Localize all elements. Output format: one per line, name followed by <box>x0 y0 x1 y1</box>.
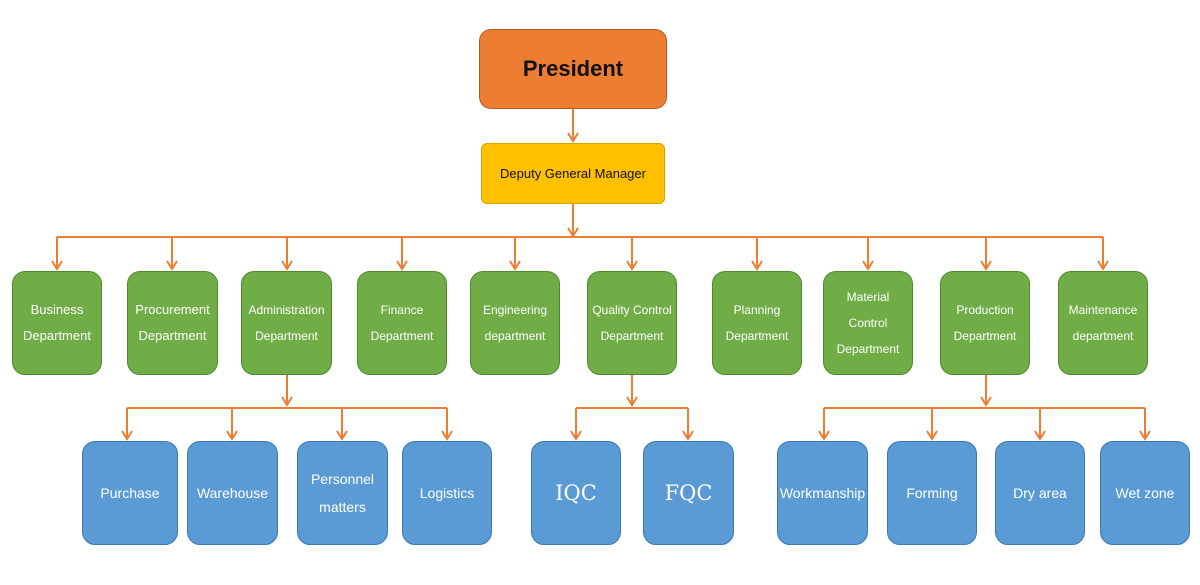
dept-label: Quality Control Department <box>592 303 672 343</box>
arrowhead <box>926 430 938 441</box>
dept-administration: Administration Department <box>241 271 332 375</box>
unit-purchase: Purchase <box>82 441 178 545</box>
arrowhead <box>751 260 763 271</box>
unit-wet-zone: Wet zone <box>1100 441 1190 545</box>
unit-workmanship: Workmanship <box>777 441 868 545</box>
dept-maintenance: Maintenance department <box>1058 271 1148 375</box>
unit-iqc: IQC <box>531 441 621 545</box>
dept-label: Finance Department <box>370 303 434 343</box>
dept-label: Administration Department <box>248 303 325 343</box>
unit-fqc: FQC <box>643 441 734 545</box>
arrowhead <box>396 260 408 271</box>
unit-personnel-matters: Personnel matters <box>297 441 388 545</box>
unit-label: Wet zone <box>1115 485 1175 501</box>
dept-label: Procurement Department <box>135 302 210 343</box>
dept-quality-control: Quality Control Department <box>587 271 677 375</box>
unit-label: Personnel matters <box>310 471 375 515</box>
unit-label: Warehouse <box>196 485 269 501</box>
dept-engineering: Engineering department <box>470 271 560 375</box>
deputy-general-manager-box: Deputy General Manager <box>481 143 665 204</box>
arrowhead <box>626 260 638 271</box>
dept-label: Business Department <box>23 302 91 343</box>
arrowhead <box>121 430 133 441</box>
arrowhead <box>626 396 638 407</box>
arrowhead <box>570 430 582 441</box>
unit-label: IQC <box>555 481 597 505</box>
arrowhead <box>818 430 830 441</box>
unit-forming: Forming <box>887 441 977 545</box>
dept-label: Production Department <box>953 303 1017 343</box>
unit-label: Forming <box>906 485 958 501</box>
arrowhead <box>862 260 874 271</box>
arrowhead <box>441 430 453 441</box>
unit-label: Dry area <box>1013 485 1067 501</box>
unit-label: Logistics <box>419 485 475 501</box>
dept-label: Material Control Department <box>836 290 900 356</box>
unit-label: Workmanship <box>779 485 866 501</box>
arrowhead <box>281 396 293 407</box>
dept-label: Maintenance department <box>1068 303 1138 343</box>
dept-planning: Planning Department <box>712 271 802 375</box>
arrowhead <box>980 396 992 407</box>
arrowhead <box>1139 430 1151 441</box>
arrowhead <box>567 132 579 143</box>
dept-production: Production Department <box>940 271 1030 375</box>
arrowhead <box>336 430 348 441</box>
president-label: President <box>522 56 624 81</box>
dept-finance: Finance Department <box>357 271 447 375</box>
president-box: President <box>479 29 667 109</box>
arrowhead <box>51 260 63 271</box>
dept-label: Engineering department <box>482 303 548 343</box>
arrowhead <box>281 260 293 271</box>
deputy-general-manager-label: Deputy General Manager <box>500 166 646 181</box>
arrowhead <box>166 260 178 271</box>
dept-business: Business Department <box>12 271 102 375</box>
unit-label: FQC <box>664 481 713 505</box>
dept-procurement: Procurement Department <box>127 271 218 375</box>
arrowhead <box>980 260 992 271</box>
arrowhead <box>1097 260 1109 271</box>
unit-label: Purchase <box>100 485 160 501</box>
dept-material-control: Material Control Department <box>823 271 913 375</box>
dept-label: Planning Department <box>725 303 789 343</box>
unit-logistics: Logistics <box>402 441 492 545</box>
arrowhead <box>1034 430 1046 441</box>
arrowhead <box>226 430 238 441</box>
unit-warehouse: Warehouse <box>187 441 278 545</box>
arrowhead <box>682 430 694 441</box>
arrowhead <box>509 260 521 271</box>
unit-dry-area: Dry area <box>995 441 1085 545</box>
